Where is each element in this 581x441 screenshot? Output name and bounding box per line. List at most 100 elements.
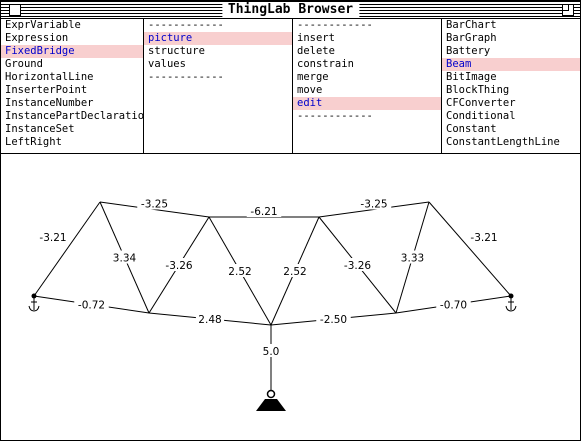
list-item[interactable]: move [297, 84, 323, 96]
list-item[interactable]: ------------ [148, 71, 224, 83]
list-item[interactable]: BlockThing [446, 84, 510, 96]
member-force-label: -3.21 [466, 230, 502, 244]
list-item[interactable]: Battery [446, 45, 491, 57]
member-force-value: 5.0 [263, 346, 280, 358]
member-labels: -3.21 -3.25 -6.21 -3.25 -3.21 3.34 -3.26 2.52 2.… [35, 196, 502, 358]
member-force-value: -3.26 [344, 260, 371, 272]
member-force-label: 3.33 [398, 250, 427, 265]
list-item[interactable]: BarGraph [446, 32, 497, 44]
list-item[interactable]: InstanceNumber [5, 97, 94, 109]
label-background [340, 258, 375, 271]
label-background [356, 196, 392, 210]
member-force-value: 3.34 [113, 253, 137, 265]
label-background [74, 297, 109, 311]
list-item[interactable]: structure [148, 45, 205, 57]
list-item[interactable]: merge [297, 71, 329, 83]
support-joint[interactable] [508, 293, 514, 299]
list-item[interactable]: constrain [297, 58, 354, 70]
list-item[interactable]: ExprVariable [5, 19, 81, 31]
list-item[interactable]: picture [144, 32, 292, 45]
member-force-value: -3.21 [39, 232, 66, 244]
member-force-value: -3.25 [360, 199, 387, 211]
label-background [110, 250, 139, 264]
member-force-value: -0.70 [440, 300, 467, 312]
label-background [466, 230, 502, 243]
anchor-icon [28, 298, 40, 312]
label-background [398, 250, 427, 264]
bridge-picture[interactable]: -3.21 -3.25 -6.21 -3.25 -3.21 3.34 -3.26 2.52 2.… [1, 155, 580, 440]
label-background [161, 258, 197, 271]
list-item[interactable]: ------------ [148, 19, 224, 31]
anchor-icon [505, 298, 517, 312]
list-item[interactable]: CFConverter [446, 97, 516, 109]
list-item[interactable]: ------------ [297, 110, 373, 122]
weight-icon[interactable] [256, 399, 286, 411]
member-force-value: -0.72 [78, 300, 105, 312]
member-force-value: -6.21 [250, 206, 277, 218]
beam[interactable] [33, 201, 101, 297]
member-force-label: 2.52 [280, 264, 310, 278]
member-force-label: -2.50 [316, 312, 351, 326]
list-item[interactable]: Expression [5, 32, 69, 44]
label-background [436, 297, 471, 311]
member-force-label: -3.26 [340, 258, 375, 272]
list-item[interactable]: Beam [442, 58, 580, 71]
list-item[interactable]: InserterPoint [5, 84, 88, 96]
close-box-icon[interactable] [9, 4, 21, 16]
member-force-label: -6.21 [246, 204, 282, 218]
list-item[interactable]: InstanceSet [5, 123, 75, 135]
list-item[interactable]: insert [297, 32, 335, 44]
list-item[interactable]: ConstantLengthLine [446, 136, 560, 148]
list-item[interactable]: BarChart [446, 19, 497, 31]
member-force-value: 2.52 [283, 266, 306, 278]
member-force-label: 5.0 [260, 344, 282, 358]
list-item[interactable]: ------------ [297, 19, 373, 31]
beam[interactable] [428, 201, 512, 297]
list-item[interactable]: delete [297, 45, 335, 57]
list-item[interactable]: InstancePartDeclaration [5, 110, 143, 122]
label-background [280, 264, 310, 277]
zoom-box-icon[interactable] [562, 4, 574, 16]
member-force-value: -2.50 [320, 314, 347, 326]
title-bar[interactable]: ThingLab Browser [1, 1, 580, 19]
member-force-value: -3.21 [470, 232, 497, 244]
list-item[interactable]: BitImage [446, 71, 497, 83]
weight-hook-icon[interactable] [266, 389, 276, 399]
member-force-label: 2.48 [195, 312, 225, 326]
list-item[interactable]: Constant [446, 123, 497, 135]
support-joint[interactable] [31, 293, 37, 299]
list-item[interactable]: FixedBridge [1, 45, 143, 58]
window-title: ThingLab Browser [221, 2, 360, 17]
member-force-label: -0.70 [436, 297, 471, 312]
member-force-value: 3.33 [401, 253, 424, 265]
label-background [195, 312, 225, 325]
list-item[interactable]: values [148, 58, 186, 70]
list-item[interactable]: Conditional [446, 110, 516, 122]
list-item[interactable]: Ground [5, 58, 43, 70]
member-force-label: -3.26 [161, 258, 197, 272]
member-force-label: 2.52 [225, 264, 255, 278]
member-force-value: 2.48 [198, 314, 221, 326]
member-force-label: 3.34 [110, 250, 139, 265]
list-item[interactable]: HorizontalLine [5, 71, 94, 83]
bridge-picture-pane[interactable]: -3.21 -3.25 -6.21 -3.25 -3.21 3.34 -3.26 2.52 2.… [1, 155, 580, 440]
label-background [246, 204, 282, 217]
member-force-value: -3.26 [165, 260, 192, 272]
member-force-label: -3.25 [137, 196, 172, 211]
list-item[interactable]: edit [293, 97, 441, 110]
member-force-label: -3.25 [356, 196, 392, 211]
label-background [260, 344, 282, 357]
member-force-value: 2.52 [228, 266, 251, 278]
member-force-label: -0.72 [74, 297, 109, 312]
list-item[interactable]: LeftRight [5, 136, 62, 148]
label-background [225, 264, 255, 277]
